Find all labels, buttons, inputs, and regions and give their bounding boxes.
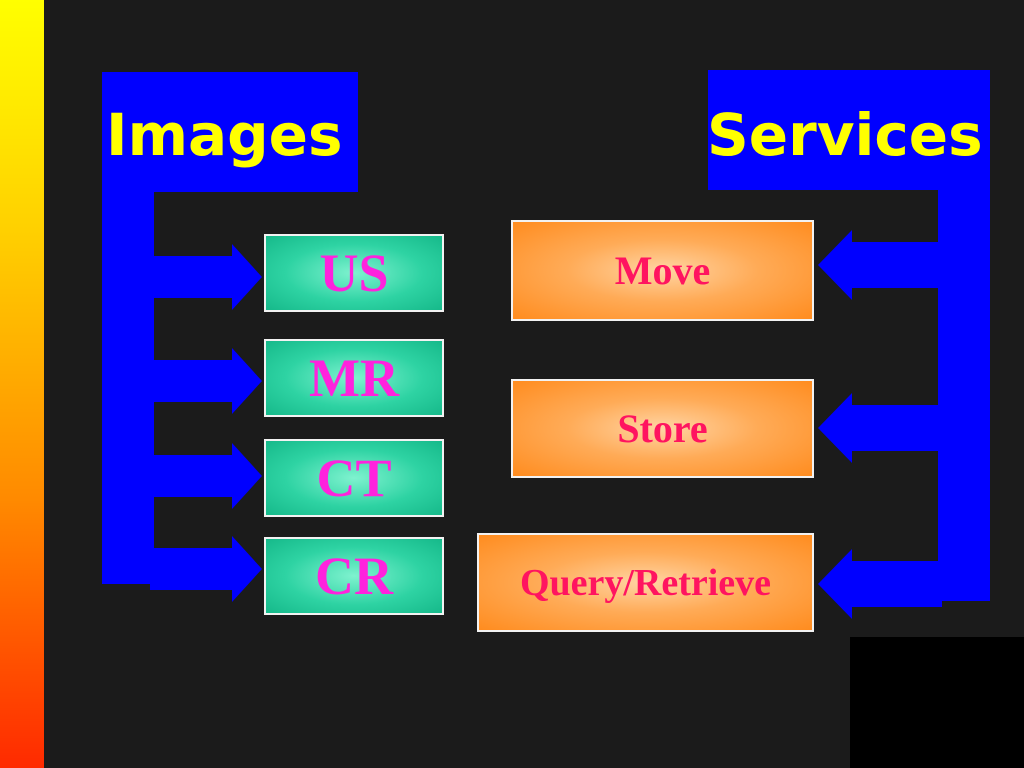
decorative-gradient-bar xyxy=(0,0,44,768)
images-title: Images xyxy=(106,101,343,169)
image-box-mr: MR xyxy=(264,339,444,417)
arrow-to-cr xyxy=(150,536,262,602)
arrow-to-query-retrieve xyxy=(818,549,942,619)
service-box-store: Store xyxy=(511,379,814,478)
arrow-to-us xyxy=(150,244,262,310)
arrow-to-store xyxy=(818,393,942,463)
service-box-move: Move xyxy=(511,220,814,321)
image-box-us: US xyxy=(264,234,444,312)
services-header-block xyxy=(708,70,990,190)
arrow-to-move xyxy=(818,230,942,300)
arrow-to-mr xyxy=(150,348,262,414)
arrow-to-ct xyxy=(150,443,262,509)
services-trunk xyxy=(938,188,990,601)
services-title: Services xyxy=(707,101,983,169)
image-box-cr: CR xyxy=(264,537,444,615)
service-box-query-retrieve: Query/Retrieve xyxy=(477,533,814,632)
image-box-ct: CT xyxy=(264,439,444,517)
decorative-corner-block xyxy=(850,637,1024,768)
images-header-block xyxy=(102,72,358,192)
images-trunk xyxy=(102,190,154,584)
